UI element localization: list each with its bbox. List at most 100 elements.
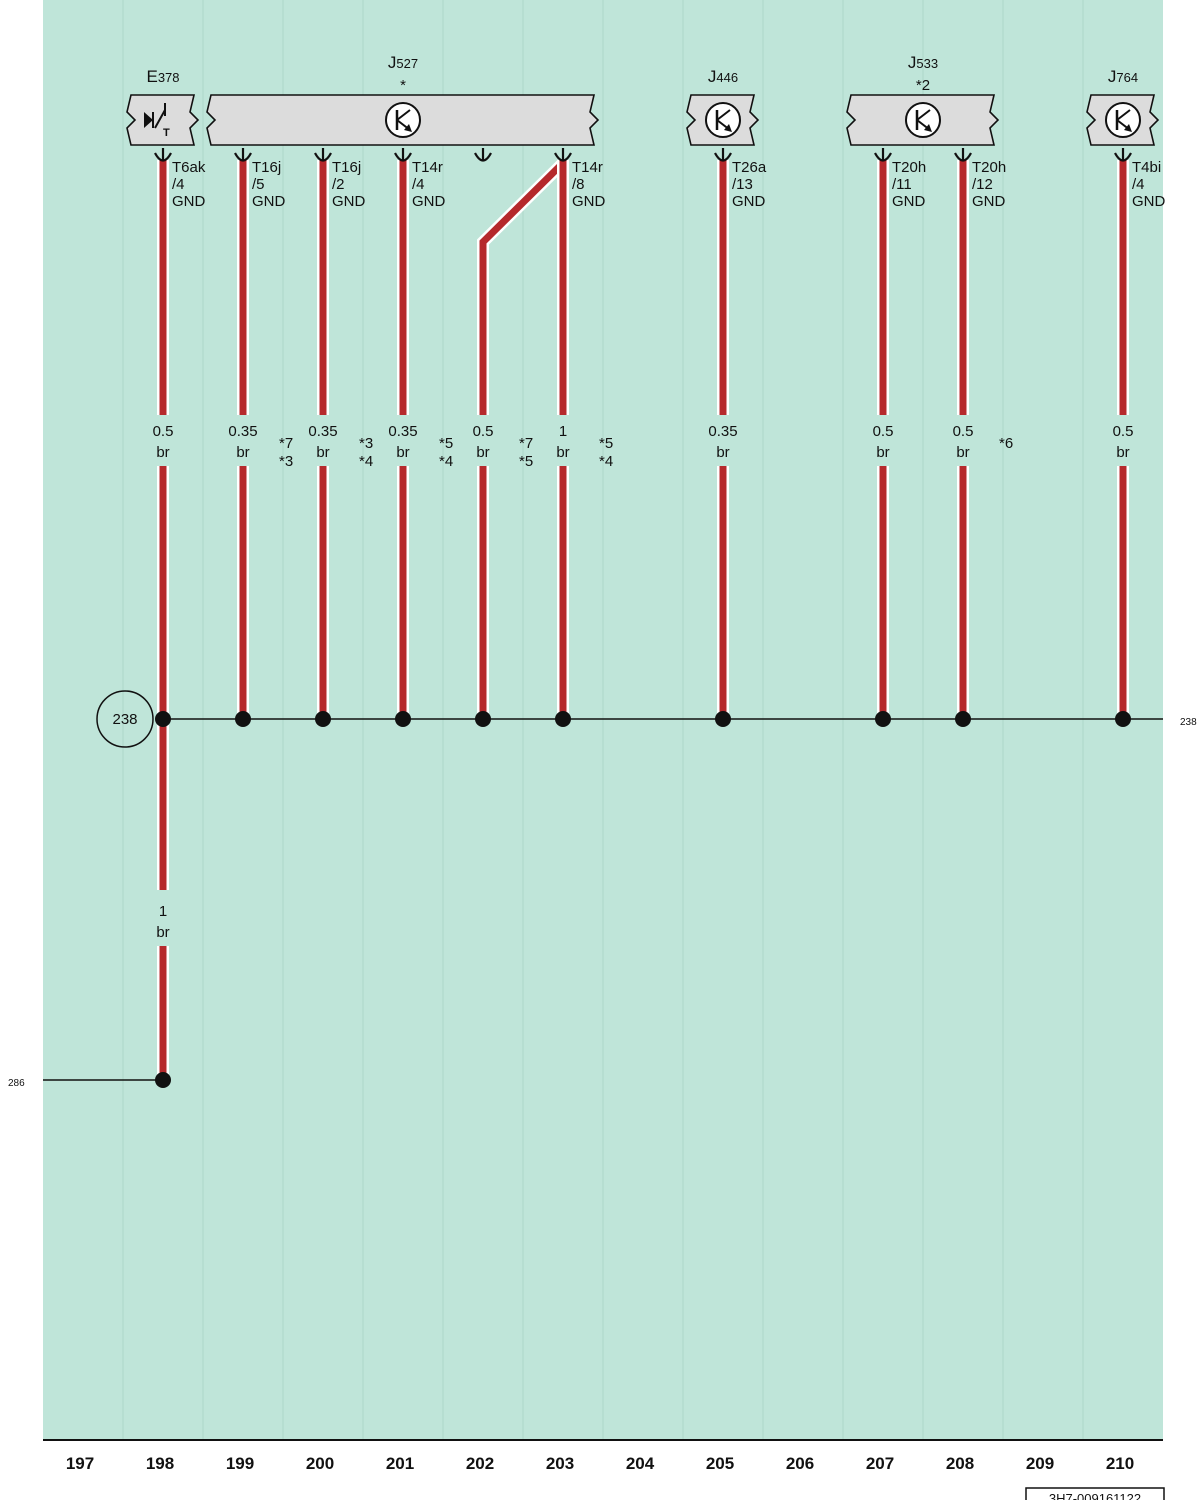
ground-bus: 238 238 286 xyxy=(8,690,1197,1089)
component-note: * xyxy=(400,77,406,94)
wire-size: 1 xyxy=(159,903,167,920)
column-number: 204 xyxy=(626,1454,655,1473)
wire-note: *5 xyxy=(599,435,613,452)
column-number: 203 xyxy=(546,1454,574,1473)
pin-cup xyxy=(474,152,492,162)
wire-layer xyxy=(157,158,1129,1080)
pin-number: /13 xyxy=(732,176,753,193)
pin-socket-icon xyxy=(474,148,492,162)
pin-socket-icon xyxy=(554,148,572,162)
pin-socket-icon xyxy=(714,148,732,162)
junction-dot xyxy=(235,711,251,727)
pin-cup xyxy=(554,152,572,162)
wire-color: br xyxy=(956,444,969,461)
wire-size: 0.35 xyxy=(308,423,337,440)
column-number: 198 xyxy=(146,1454,174,1473)
wire-size: 1 xyxy=(559,423,567,440)
wire-note: *7 xyxy=(279,435,293,452)
wire-core xyxy=(479,160,566,415)
wire-note: *3 xyxy=(359,435,373,452)
pin-socket-icon xyxy=(234,148,252,162)
wire-note: *4 xyxy=(599,453,613,470)
junction-dot xyxy=(875,711,891,727)
component-j527: J527 * xyxy=(206,53,600,146)
wire-note: *7 xyxy=(519,435,533,452)
column-number: 205 xyxy=(706,1454,734,1473)
column-number: 207 xyxy=(866,1454,894,1473)
pin-function: GND xyxy=(412,193,446,210)
pin-connector: T14r xyxy=(412,159,443,176)
icon-diode xyxy=(144,112,153,128)
wire-color: br xyxy=(236,444,249,461)
control-unit-icon xyxy=(905,102,941,138)
icon-arrow xyxy=(404,124,412,132)
left-ref: 286 xyxy=(8,1078,25,1089)
pin-socket-icon xyxy=(874,148,892,162)
pin-cup xyxy=(954,152,972,162)
component-label: J764 xyxy=(1108,67,1138,86)
bus-right-ref: 238 xyxy=(1180,717,1197,728)
wire-size: 0.5 xyxy=(473,423,494,440)
wire-size: 0.35 xyxy=(388,423,417,440)
component-body xyxy=(126,94,200,146)
pin-number: /4 xyxy=(412,176,425,193)
pin-connector: T16j xyxy=(332,159,361,176)
junction-dot xyxy=(155,1072,171,1088)
pin-number: /8 xyxy=(572,176,585,193)
wire-note: *4 xyxy=(359,453,373,470)
pin-function: GND xyxy=(892,193,926,210)
pin-connector: T20h xyxy=(972,159,1006,176)
wire-color: br xyxy=(1116,444,1129,461)
column-number: 199 xyxy=(226,1454,254,1473)
pin-connector: T16j xyxy=(252,159,281,176)
component-note: *2 xyxy=(916,77,930,94)
wire-size: 0.5 xyxy=(873,423,894,440)
pin-connector: T4bi xyxy=(1132,159,1161,176)
control-unit-icon xyxy=(705,102,741,138)
bus-ref-label: 238 xyxy=(112,711,137,728)
icon-t-mark: T xyxy=(163,127,170,139)
control-unit-icon xyxy=(385,102,421,138)
icon-ring xyxy=(905,102,941,138)
wire-note: *6 xyxy=(999,435,1013,452)
icon-ring xyxy=(385,102,421,138)
component-label: J533 xyxy=(908,53,938,72)
junction-dot xyxy=(315,711,331,727)
pin-cup xyxy=(874,152,892,162)
pin-connector: T26a xyxy=(732,159,767,176)
wire-size: 0.5 xyxy=(153,423,174,440)
pin-cup xyxy=(154,152,172,162)
pin-number: /2 xyxy=(332,176,345,193)
control-unit-icon xyxy=(1105,102,1141,138)
column-number: 197 xyxy=(66,1454,94,1473)
pin-connector: T6ak xyxy=(172,159,206,176)
component-label: E378 xyxy=(146,67,179,86)
pin-function: GND xyxy=(572,193,606,210)
pin-connector: T20h xyxy=(892,159,926,176)
bus-ref-circle xyxy=(96,690,154,748)
wire-color: br xyxy=(156,924,169,941)
junction-dot xyxy=(395,711,411,727)
icon-collector xyxy=(396,109,411,121)
column-number: 201 xyxy=(386,1454,414,1473)
pin-cup xyxy=(394,152,412,162)
column-number: 206 xyxy=(786,1454,814,1473)
document-id-box: 3H7-009161122 xyxy=(1025,1487,1165,1500)
wire-202-top xyxy=(477,158,568,415)
component-j533: J533 *2 xyxy=(846,53,1000,146)
pin-function: GND xyxy=(252,193,286,210)
junction-dot xyxy=(715,711,731,727)
icon-arrow xyxy=(1124,124,1132,132)
component-label: J527 xyxy=(388,53,418,72)
column-number: 202 xyxy=(466,1454,494,1473)
wire-note: *3 xyxy=(279,453,293,470)
junction-dot xyxy=(555,711,571,727)
pin-socket-icon xyxy=(314,148,332,162)
column-number: 210 xyxy=(1106,1454,1134,1473)
wire-color: br xyxy=(156,444,169,461)
wire-note: *4 xyxy=(439,453,453,470)
pin-function: GND xyxy=(732,193,766,210)
